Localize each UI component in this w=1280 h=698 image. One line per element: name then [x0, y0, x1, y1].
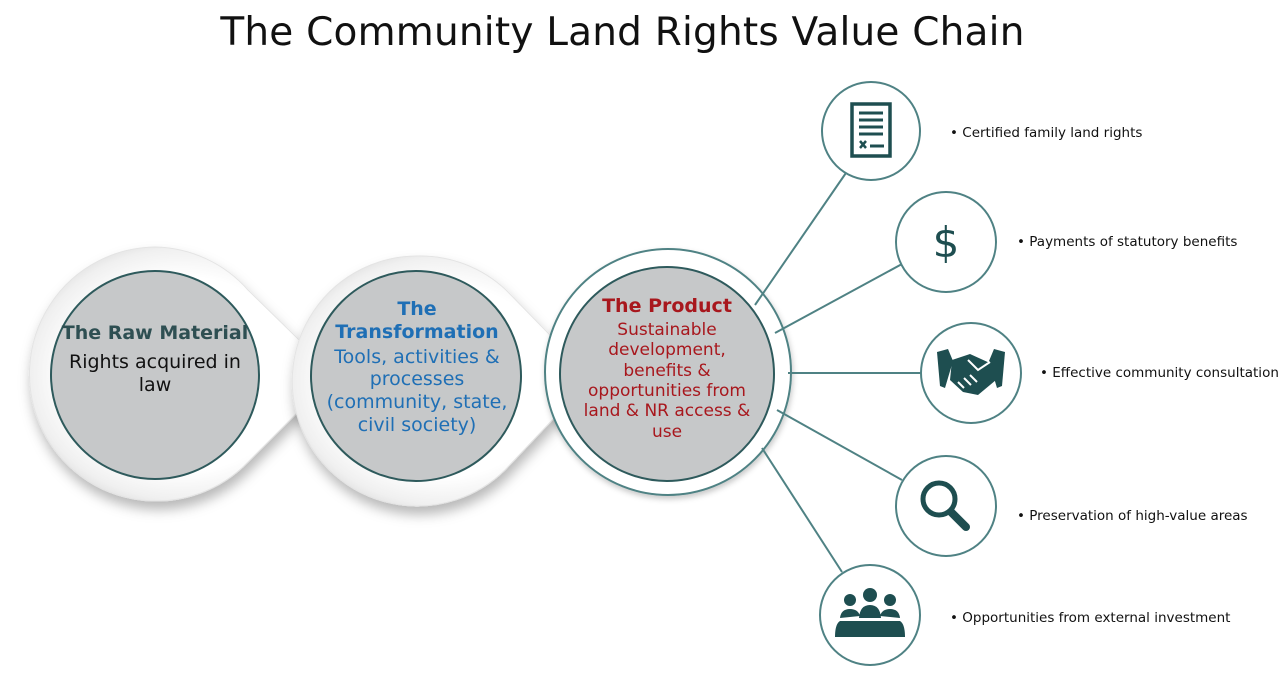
svg-text:$: $ — [933, 218, 960, 267]
stage-raw-material-body: Rights acquired in law — [69, 350, 241, 396]
stage-product-heading: The Product — [602, 295, 732, 317]
stage-product-shape — [544, 248, 792, 496]
stage-raw-material-shape — [28, 246, 336, 502]
outcome-label-5: • Opportunities from external investment — [950, 610, 1231, 626]
handshake-icon — [937, 349, 1005, 395]
outcome-text-2: Payments of statutory benefits — [1029, 234, 1238, 250]
stage-raw-material: The Raw Material Rights acquired in law — [60, 322, 250, 396]
diagram-title: The Community Land Rights Value Chain — [220, 10, 1025, 55]
outcome-text-5: Opportunities from external investment — [962, 610, 1231, 626]
stage-product: The Product Sustainable development, ben… — [573, 295, 761, 442]
dollar-icon: $ — [933, 218, 960, 267]
outcome-text-1: Certified family land rights — [962, 125, 1143, 141]
outcome-label-4: • Preservation of high-value areas — [1017, 508, 1248, 524]
connector-lines — [754, 169, 922, 573]
outcome-circle-2 — [895, 191, 997, 293]
outcome-circle-1 — [821, 81, 921, 181]
outcome-text-3: Effective community consultation — [1052, 365, 1279, 381]
magnifier-icon — [920, 480, 970, 531]
outcome-label-1: • Certified family land rights — [950, 125, 1143, 141]
stage-transformation: The Transformation Tools, activities & p… — [318, 298, 516, 437]
stage-transformation-shape — [291, 255, 593, 507]
stage-product-body: Sustainable development, benefits & oppo… — [583, 319, 751, 442]
outcome-circle-4 — [895, 455, 997, 557]
stage-transformation-body: Tools, activities & processes (community… — [326, 345, 508, 436]
outcome-text-4: Preservation of high-value areas — [1029, 508, 1248, 524]
outcome-label-2: • Payments of statutory benefits — [1017, 234, 1238, 250]
people-group-icon — [835, 588, 905, 637]
certificate-icon — [850, 102, 892, 158]
outcome-label-3: • Effective community consultation — [1040, 365, 1279, 381]
stage-transformation-heading: The Transformation — [335, 298, 499, 343]
stage-raw-material-heading: The Raw Material — [61, 322, 249, 344]
